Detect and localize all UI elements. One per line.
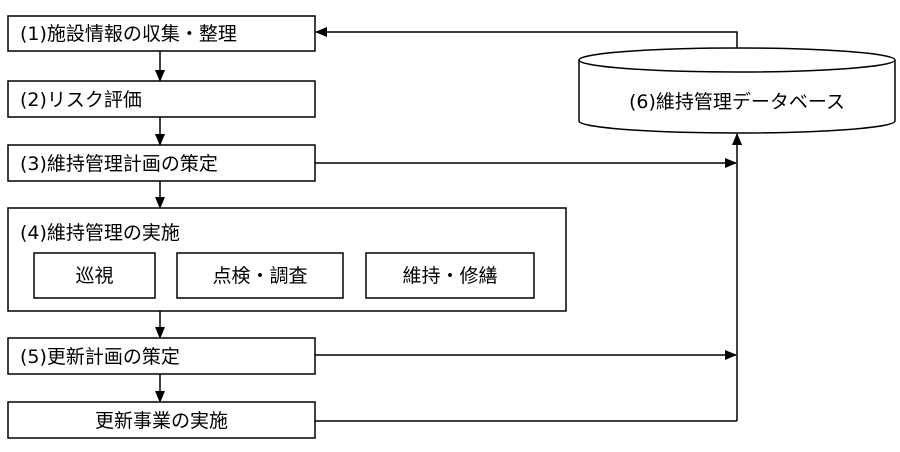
step-1-label: (1)施設情報の収集・整理 xyxy=(20,23,237,45)
step-5-box: (5)更新計画の策定 xyxy=(7,337,316,375)
sub-step-inspection-box: 点検・調査 xyxy=(176,252,344,299)
step-2-label: (2)リスク評価 xyxy=(20,89,142,111)
step-2-box: (2)リスク評価 xyxy=(7,80,316,118)
sub-step-repair-label: 維持・修繕 xyxy=(402,265,497,287)
sub-step-repair-box: 維持・修繕 xyxy=(365,252,535,299)
step-3-label: (3)維持管理計画の策定 xyxy=(20,153,218,175)
step-3-box: (3)維持管理計画の策定 xyxy=(7,144,316,182)
step-6-box: 更新事業の実施 xyxy=(7,401,316,439)
arrow-database-to-step1 xyxy=(315,27,738,48)
sub-step-patrol-label: 巡視 xyxy=(75,265,113,287)
step-5-label: (5)更新計画の策定 xyxy=(20,346,180,368)
sub-step-inspection-label: 点検・調査 xyxy=(212,265,307,287)
step-1-box: (1)施設情報の収集・整理 xyxy=(7,15,316,52)
database-label: (6)維持管理データベース xyxy=(629,91,845,113)
step-6-label: 更新事業の実施 xyxy=(95,410,228,432)
step-4-label: (4)維持管理の実施 xyxy=(20,222,180,244)
step-4-box: (4)維持管理の実施 巡視 点検・調査 維持・修繕 xyxy=(7,207,567,312)
sub-step-patrol-box: 巡視 xyxy=(33,252,156,299)
database-cylinder: (6)維持管理データベース xyxy=(578,47,896,134)
